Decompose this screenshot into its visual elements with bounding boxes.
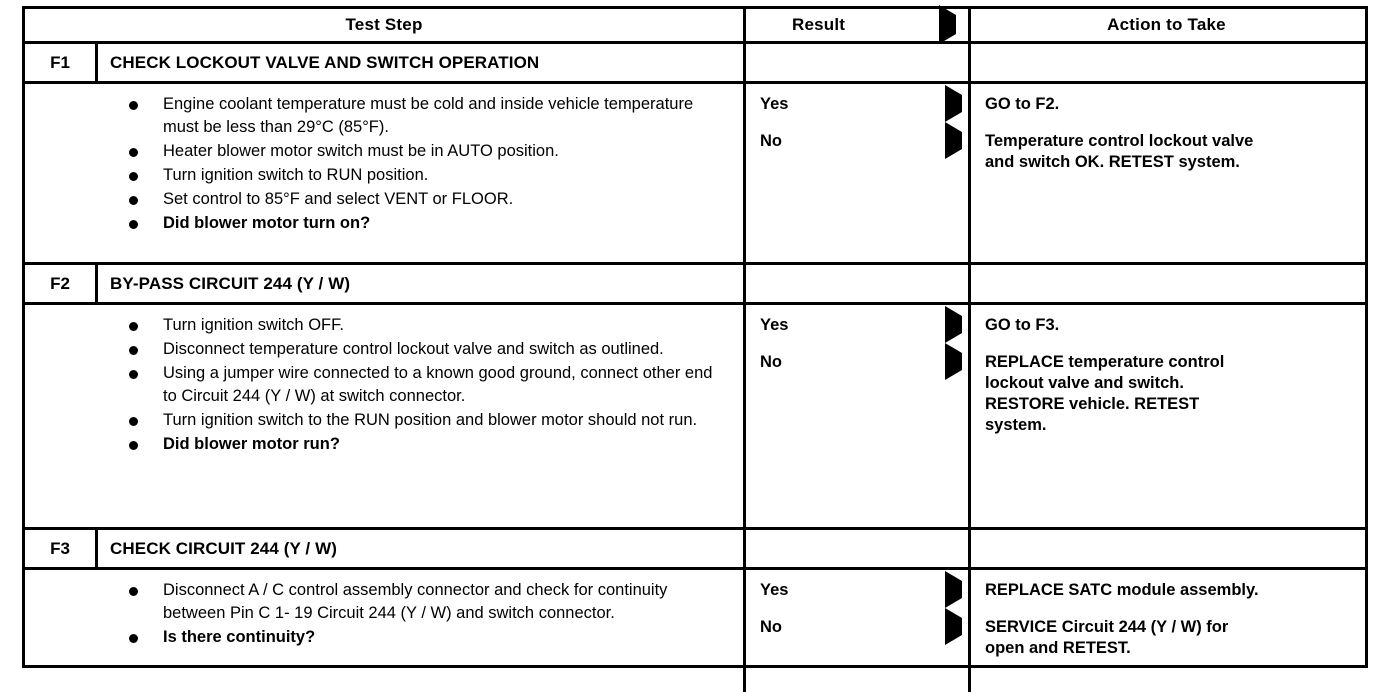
- section-title-f3: CHECK CIRCUIT 244 (Y / W): [110, 538, 337, 558]
- list-item-question: Is there continuity?: [121, 626, 729, 649]
- steps-cell-f1: Engine coolant temperature must be cold …: [25, 84, 743, 262]
- section-band-result-f2: [743, 265, 968, 302]
- list-item: Engine coolant temperature must be cold …: [121, 93, 729, 139]
- steps-cell-f3: Disconnect A / C control assembly connec…: [25, 570, 743, 692]
- list-item: Turn ignition switch to RUN position.: [121, 164, 729, 187]
- result-label-no: No: [760, 353, 782, 371]
- result-label-yes: Yes: [760, 581, 789, 599]
- action-cell-f3: REPLACE SATC module assembly. SERVICE Ci…: [968, 570, 1362, 692]
- result-cell-f2: Yes No: [743, 305, 968, 527]
- steps-cell-f2: Turn ignition switch OFF. Disconnect tem…: [25, 305, 743, 527]
- right-triangle-icon: [945, 122, 962, 159]
- result-row-no: No: [746, 122, 968, 168]
- action-text-no: Temperature control lockout valve and sw…: [985, 132, 1254, 171]
- header-label-result: Result: [792, 15, 846, 34]
- result-row-no: No: [746, 608, 968, 654]
- list-item: Disconnect temperature control lockout v…: [121, 338, 729, 361]
- header-cell-result: Result: [743, 5, 968, 44]
- list-item-question: Did blower motor run?: [121, 433, 729, 456]
- header-cell-action-to-take: Action to Take: [968, 9, 1362, 41]
- action-text-no: REPLACE temperature control lockout valv…: [985, 353, 1225, 434]
- steps-list-f2: Turn ignition switch OFF. Disconnect tem…: [25, 305, 743, 466]
- result-label-no: No: [760, 132, 782, 150]
- pinpoint-test-table: Test Step Result Action to Take F1 CHECK…: [22, 5, 1368, 692]
- right-triangle-icon: [945, 608, 962, 645]
- section-band-f2: F2 BY-PASS CIRCUIT 244 (Y / W): [25, 265, 1365, 305]
- action-text-yes: GO to F3.: [985, 316, 1060, 334]
- section-title-f2: BY-PASS CIRCUIT 244 (Y / W): [110, 273, 351, 293]
- result-row-yes: Yes: [746, 306, 968, 352]
- section-band-result-f3: [743, 530, 968, 567]
- right-triangle-icon: [945, 85, 962, 122]
- result-cell-f3: Yes No: [743, 570, 968, 692]
- list-item: Set control to 85°F and select VENT or F…: [121, 188, 729, 211]
- section-body-f2: Turn ignition switch OFF. Disconnect tem…: [25, 305, 1365, 530]
- right-triangle-icon: [939, 5, 956, 44]
- section-band-result-f1: [743, 44, 968, 81]
- section-id-f1: F1: [25, 44, 98, 81]
- right-triangle-icon: [945, 343, 962, 380]
- steps-list-f3: Disconnect A / C control assembly connec…: [25, 570, 743, 659]
- result-row-yes: Yes: [746, 571, 968, 617]
- action-cell-f1: GO to F2. Temperature control lockout va…: [968, 84, 1362, 262]
- header-label-test-step: Test Step: [345, 15, 423, 34]
- result-label-yes: Yes: [760, 95, 789, 113]
- section-band-f1: F1 CHECK LOCKOUT VALVE AND SWITCH OPERAT…: [25, 44, 1365, 84]
- steps-list-f1: Engine coolant temperature must be cold …: [25, 84, 743, 245]
- section-id-f3: F3: [25, 530, 98, 567]
- result-label-yes: Yes: [760, 316, 789, 334]
- result-label-no: No: [760, 618, 782, 636]
- action-cell-f2: GO to F3. REPLACE temperature control lo…: [968, 305, 1362, 527]
- right-triangle-icon: [945, 571, 962, 608]
- section-band-action-f3: [968, 530, 1362, 567]
- result-row-no: No: [746, 343, 968, 389]
- section-body-f1: Engine coolant temperature must be cold …: [25, 84, 1365, 265]
- result-row-yes: Yes: [746, 85, 968, 131]
- section-band-action-f2: [968, 265, 1362, 302]
- header-label-action-to-take: Action to Take: [1107, 15, 1226, 34]
- header-cell-test-step: Test Step: [25, 9, 743, 41]
- right-triangle-icon: [945, 306, 962, 343]
- list-item: Using a jumper wire connected to a known…: [121, 362, 729, 408]
- action-text-yes: REPLACE SATC module assembly.: [985, 581, 1259, 599]
- action-text-no: SERVICE Circuit 244 (Y / W) for open and…: [985, 618, 1229, 657]
- list-item: Turn ignition switch OFF.: [121, 314, 729, 337]
- result-cell-f1: Yes No: [743, 84, 968, 262]
- list-item: Disconnect A / C control assembly connec…: [121, 579, 729, 625]
- section-title-f1: CHECK LOCKOUT VALVE AND SWITCH OPERATION: [110, 52, 540, 72]
- list-item: Turn ignition switch to the RUN position…: [121, 409, 729, 432]
- section-band-action-f1: [968, 44, 1362, 81]
- list-item-question: Did blower motor turn on?: [121, 212, 729, 235]
- list-item: Heater blower motor switch must be in AU…: [121, 140, 729, 163]
- section-body-f3: Disconnect A / C control assembly connec…: [25, 570, 1365, 692]
- action-text-yes: GO to F2.: [985, 95, 1060, 113]
- section-id-f2: F2: [25, 265, 98, 302]
- section-band-f3: F3 CHECK CIRCUIT 244 (Y / W): [25, 530, 1365, 570]
- table-header-row: Test Step Result Action to Take: [25, 5, 1365, 44]
